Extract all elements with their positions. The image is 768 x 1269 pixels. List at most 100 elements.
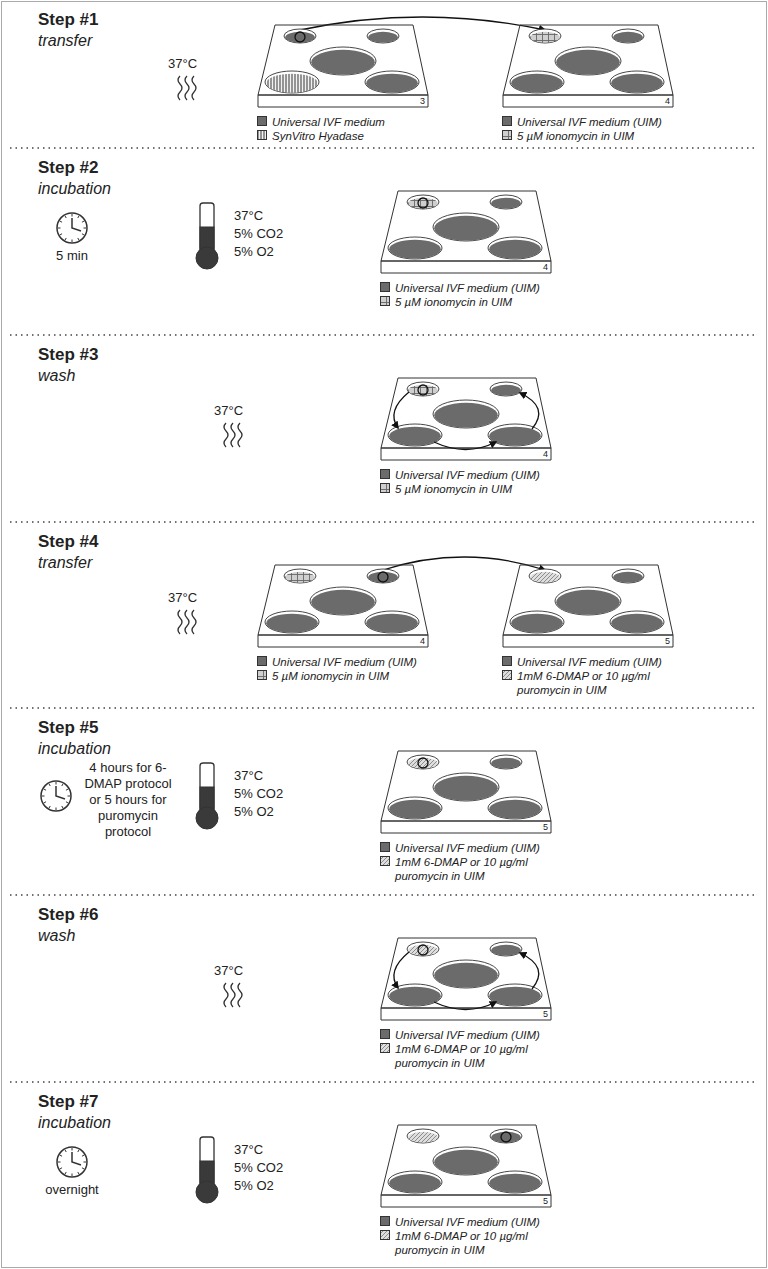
well-rim	[367, 29, 399, 43]
condition-text: 5% CO2	[234, 786, 283, 802]
clock-tick	[82, 1168, 84, 1169]
well-medium	[434, 776, 498, 801]
swatch-pattern	[381, 297, 390, 306]
well-rim	[388, 797, 442, 819]
clock-tick	[56, 782, 57, 785]
legend-text: Universal IVF medium (UIM)	[395, 468, 540, 482]
clock-tick	[82, 234, 84, 235]
dish-outline	[378, 188, 554, 276]
well-rim	[490, 1129, 522, 1143]
well-medium	[266, 614, 318, 633]
well-medium	[613, 32, 643, 43]
dish-outline	[500, 562, 676, 650]
clock-tick	[49, 806, 50, 808]
clock-icon	[57, 213, 87, 243]
dish-number: 4	[420, 636, 425, 646]
legend-entry: 5 µM ionomycin in UIM	[257, 669, 457, 683]
wash-arrow	[520, 393, 539, 429]
legend-swatch	[380, 282, 390, 292]
oocyte-circle	[418, 385, 428, 395]
wash-arrow	[520, 953, 539, 989]
step-number: Step #1	[38, 10, 98, 30]
well-medium	[434, 963, 498, 988]
legend-swatch	[502, 656, 512, 666]
condition-text: 5% CO2	[234, 226, 283, 242]
legend: Universal IVF medium (UIM)5 µM ionomycin…	[502, 115, 702, 143]
condition-text: 5% O2	[234, 804, 274, 820]
legend-swatch	[502, 116, 512, 126]
well-rim	[407, 942, 439, 956]
swatch-pattern	[381, 1044, 390, 1053]
heat-wave-icon	[192, 76, 196, 100]
clock-tick	[72, 1148, 73, 1151]
clock-tick	[60, 1155, 62, 1156]
step-action: transfer	[38, 31, 92, 50]
step-number: Step #3	[38, 345, 98, 365]
well-rim	[365, 611, 419, 633]
swatch-pattern	[258, 131, 267, 140]
oocyte-circle	[418, 758, 428, 768]
legend-entry: Universal IVF medium (UIM)	[502, 115, 702, 129]
step-action: incubation	[38, 179, 111, 198]
dish-number: 4	[543, 449, 548, 459]
heat-wave-icon	[231, 983, 235, 1007]
clock-tick	[78, 1150, 79, 1152]
condition-text: 5% O2	[234, 244, 274, 260]
legend: Universal IVF medium (UIM)1mM 6-DMAP or …	[380, 841, 580, 883]
well-rim	[433, 400, 499, 428]
heat-wave-icon	[185, 76, 189, 100]
clock-tick	[42, 796, 45, 797]
oocyte-circle	[378, 572, 388, 582]
heat-wave-icon	[178, 76, 182, 100]
heat-wave-icon	[231, 423, 235, 447]
swatch-pattern	[503, 131, 512, 140]
condition-text: 37°C	[214, 963, 243, 979]
well-rim	[488, 797, 542, 819]
dish-top	[381, 751, 551, 821]
thermometer-bulb	[196, 807, 218, 829]
dish-number: 4	[665, 96, 670, 106]
dish-outline	[255, 562, 431, 650]
well-medium	[434, 1150, 498, 1175]
well-rim	[388, 237, 442, 259]
well-medium	[285, 572, 315, 583]
clock-tick	[82, 221, 84, 222]
well-medium	[408, 758, 438, 769]
well-rim	[284, 569, 316, 583]
legend-entry: 1mM 6-DMAP or 10 µg/ml puromycin in UIM	[380, 855, 580, 883]
condition-text: 37°C	[214, 403, 243, 419]
well-rim	[529, 29, 561, 43]
dish-front	[258, 635, 428, 647]
well-rim	[610, 611, 664, 633]
legend-entry: Universal IVF medium (UIM)	[502, 655, 702, 669]
condition-text: 37°C	[234, 768, 263, 784]
legend-entry: SynVitro Hyadase	[257, 129, 457, 143]
dish-number: 5	[665, 636, 670, 646]
heat-wave-icon	[224, 983, 228, 1007]
well-medium	[530, 572, 560, 583]
swatch-pattern	[381, 1231, 390, 1240]
well-medium	[366, 614, 418, 633]
legend-text: 5 µM ionomycin in UIM	[272, 669, 389, 683]
legend-entry: Universal IVF medium (UIM)	[380, 1215, 580, 1229]
step-action: wash	[38, 366, 75, 385]
legend-swatch	[380, 1043, 390, 1053]
legend-entry: 1mM 6-DMAP or 10 µg/ml puromycin in UIM	[380, 1042, 580, 1070]
legend-text: 1mM 6-DMAP or 10 µg/ml puromycin in UIM	[517, 669, 677, 697]
legend-entry: 5 µM ionomycin in UIM	[502, 129, 702, 143]
oocyte-circle	[418, 945, 428, 955]
clock-tick	[72, 1174, 73, 1177]
oocyte-circle	[295, 32, 305, 42]
well-rim	[555, 587, 621, 615]
clock-tick	[78, 238, 79, 240]
well-medium	[491, 758, 521, 769]
swatch-pattern	[381, 857, 390, 866]
heat-wave-icon	[224, 423, 228, 447]
legend-swatch	[257, 670, 267, 680]
legend-text: 5 µM ionomycin in UIM	[517, 129, 634, 143]
well-medium	[489, 427, 541, 446]
dish-number: 3	[420, 96, 425, 106]
legend-entry: Universal IVF medium (UIM)	[380, 841, 580, 855]
culture-dish: 5	[378, 1122, 554, 1210]
well-rim	[510, 611, 564, 633]
